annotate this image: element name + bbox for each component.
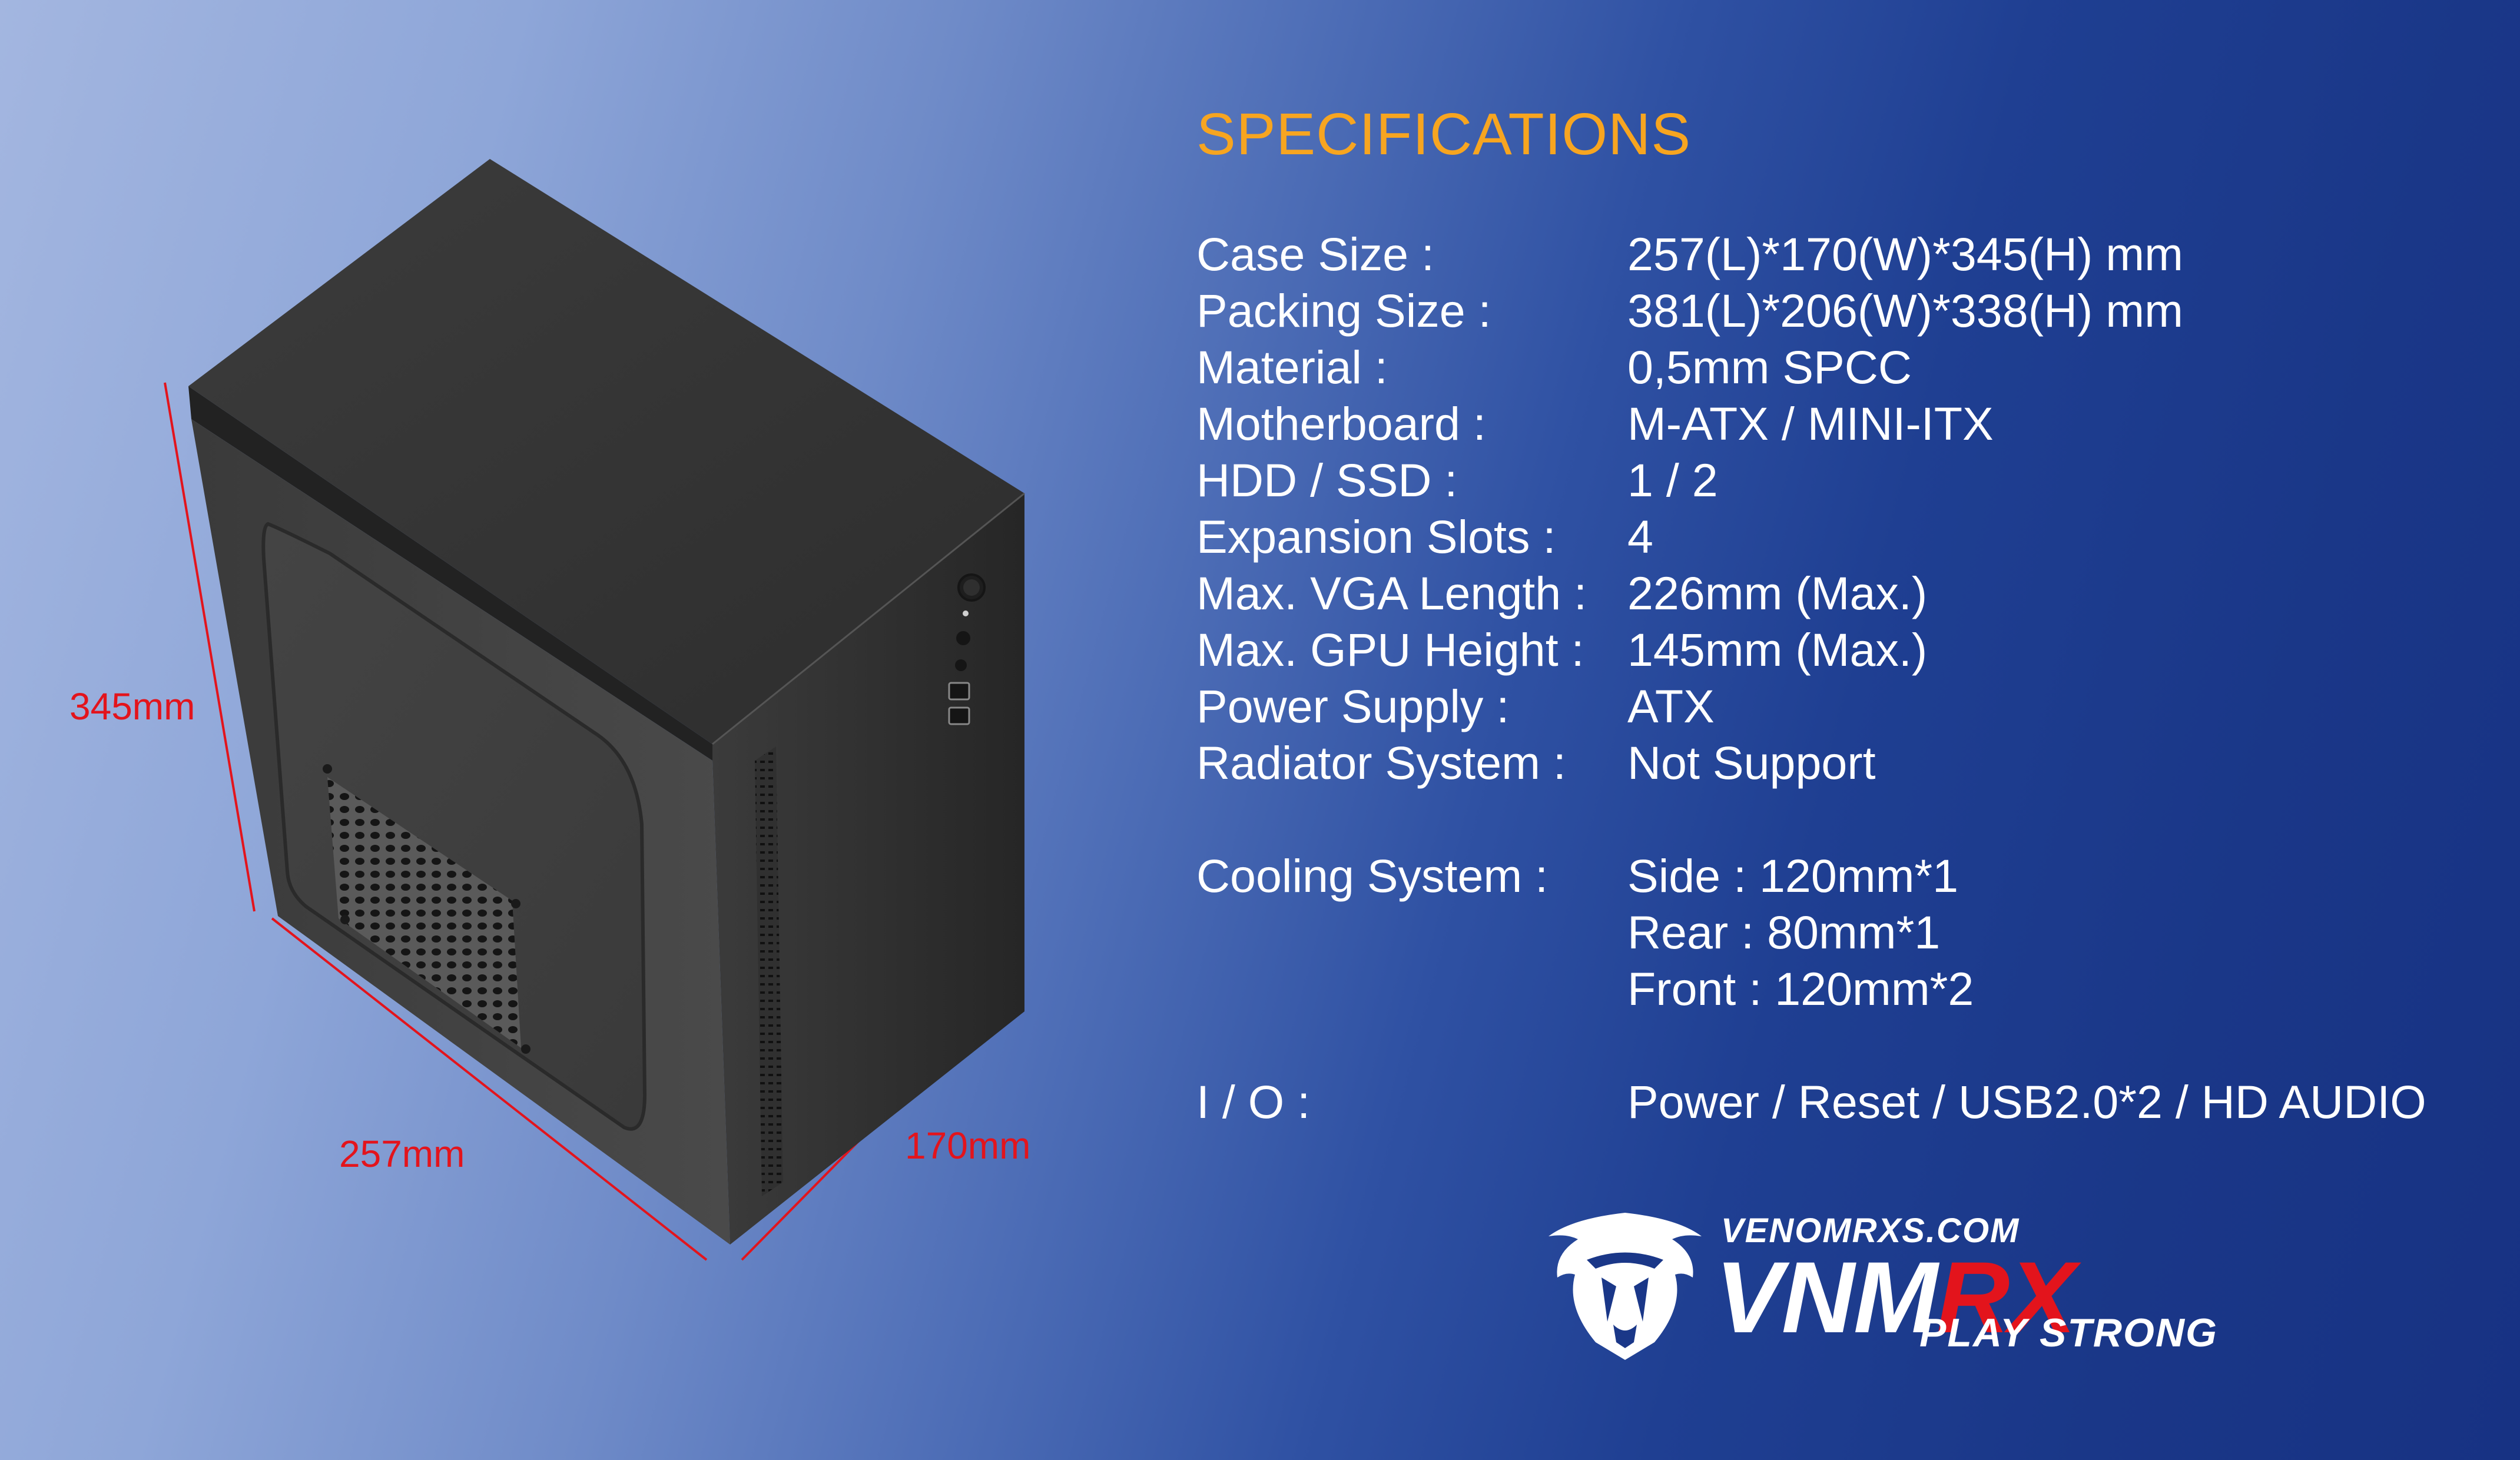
spec-label: HDD / SSD : (1196, 454, 1458, 506)
spec-label: Max. VGA Length : (1196, 567, 1587, 619)
dimension-height-label: 345mm (69, 685, 195, 728)
spec-value: Power / Reset / USB2.0*2 / HD AUDIO (1627, 1076, 2426, 1128)
spec-value: 226mm (Max.) (1627, 567, 1928, 619)
venom-snake-logo-icon (1549, 1213, 1702, 1360)
logo-tagline: PLAY STRONG (1919, 1310, 2218, 1355)
spec-label: Cooling System : (1196, 850, 1549, 902)
spec-label: Power Supply : (1196, 680, 1510, 732)
spec-value: ATX (1627, 680, 1715, 732)
dimension-width-label: 170mm (905, 1124, 1031, 1167)
spec-label: Motherboard : (1196, 397, 1486, 450)
spec-value: 145mm (Max.) (1627, 623, 1928, 676)
logo-brand-name: VNMRX (1715, 1247, 2076, 1348)
spec-value: 257(L)*170(W)*345(H) mm (1627, 228, 2183, 280)
spec-label: Case Size : (1196, 228, 1434, 280)
spec-value: Not Support (1627, 736, 1876, 789)
spec-value: 1 / 2 (1627, 454, 1718, 506)
spec-label: Expansion Slots : (1196, 510, 1556, 563)
brand-logo: VENOMRXS.COM VNMRX PLAY STRONG (1537, 1189, 2326, 1366)
spec-value: Rear : 80mm*1 (1627, 906, 1941, 958)
spec-label: Max. GPU Height : (1196, 623, 1584, 676)
spec-value: 381(L)*206(W)*338(H) mm (1627, 284, 2183, 337)
spec-value: Side : 120mm*1 (1627, 850, 1959, 902)
spec-value: Front : 120mm*2 (1627, 963, 1974, 1015)
dimension-length-label: 257mm (339, 1133, 465, 1175)
spec-label: Packing Size : (1196, 284, 1491, 337)
spec-label: I / O : (1196, 1076, 1311, 1128)
logo-website-text: VENOMRXS.COM (1721, 1212, 2020, 1250)
logo-brand-red: RX (1937, 1241, 2076, 1354)
spec-label: Radiator System : (1196, 736, 1566, 789)
spec-value: 0,5mm SPCC (1627, 341, 1912, 393)
logo-brand-white: VNM (1715, 1241, 1938, 1354)
spec-label: Material : (1196, 341, 1388, 393)
specifications-title: SPECIFICATIONS (1196, 101, 1692, 167)
spec-value: M-ATX / MINI-ITX (1627, 397, 1994, 450)
spec-value: 4 (1627, 510, 1653, 563)
